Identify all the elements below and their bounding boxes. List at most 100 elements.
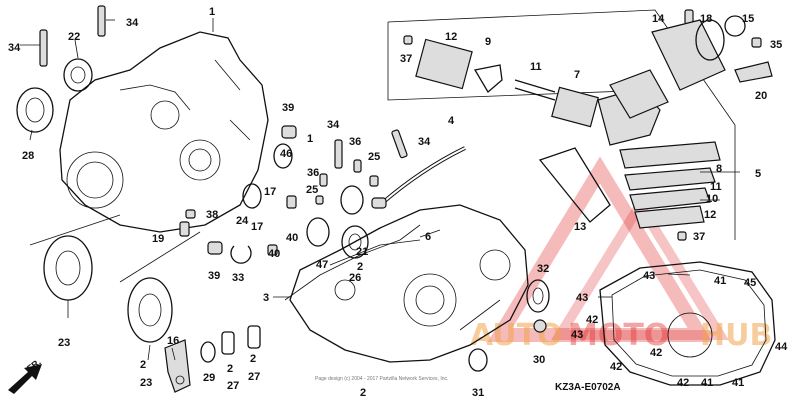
breather-tube-4 bbox=[371, 146, 466, 209]
bearing-1-lower bbox=[43, 235, 93, 301]
callout: 39 bbox=[282, 102, 294, 114]
callout: 18 bbox=[700, 13, 712, 25]
callout: 11 bbox=[530, 61, 542, 73]
leader-lines bbox=[20, 18, 740, 361]
callout: 36 bbox=[307, 167, 319, 179]
callout: 42 bbox=[650, 347, 662, 359]
seal-31 bbox=[468, 348, 488, 372]
callout: 40 bbox=[268, 248, 280, 260]
watermark-moto: MOTO bbox=[568, 318, 669, 353]
reed-valve-assembly bbox=[387, 9, 773, 240]
studs-34 bbox=[39, 5, 408, 169]
callout: 23 bbox=[58, 337, 70, 349]
callout: 43 bbox=[576, 292, 588, 304]
callout: 34 bbox=[418, 136, 431, 148]
callout: 43 bbox=[643, 270, 655, 282]
bearing-24 bbox=[242, 183, 262, 209]
callout: 13 bbox=[574, 221, 586, 233]
cover-gasket-42 bbox=[599, 261, 776, 386]
callout: 46 bbox=[280, 148, 292, 160]
bearing-21 bbox=[340, 185, 364, 215]
callout: 15 bbox=[742, 13, 754, 25]
callout: 28 bbox=[22, 150, 34, 162]
callout: 45 bbox=[744, 277, 756, 289]
bearing-22 bbox=[63, 58, 93, 92]
front-arrow: FR. bbox=[8, 357, 43, 394]
watermark-logo: AUTO MOTO HUB bbox=[470, 156, 772, 353]
callout: 11 bbox=[710, 181, 722, 193]
callout: 37 bbox=[400, 53, 412, 65]
callout: 27 bbox=[248, 371, 260, 383]
copyright-text: Page design (c) 2004 - 2017 Partzilla Ne… bbox=[315, 376, 448, 382]
callout: 41 bbox=[714, 275, 726, 287]
callout: 39 bbox=[208, 270, 220, 282]
callout: 17 bbox=[264, 186, 276, 198]
callout: 2 bbox=[250, 353, 256, 365]
bearing-28-seal bbox=[16, 87, 54, 133]
callout: 16 bbox=[167, 335, 179, 347]
clip-33 bbox=[230, 245, 252, 264]
dowels-39 bbox=[207, 125, 297, 255]
tensioner-16 bbox=[164, 339, 191, 393]
small-bolts bbox=[179, 9, 762, 256]
callout: 38 bbox=[206, 209, 218, 221]
callout: 6 bbox=[425, 231, 431, 243]
callout: 27 bbox=[227, 380, 239, 392]
callout: 10 bbox=[706, 193, 718, 205]
oil-seal-30 bbox=[533, 319, 547, 333]
callout: 41 bbox=[732, 377, 744, 389]
right-crankcase bbox=[289, 204, 529, 363]
callout: 2 bbox=[360, 387, 366, 399]
callout: 9 bbox=[485, 36, 491, 48]
callout: 4 bbox=[448, 115, 455, 127]
callout: 44 bbox=[775, 341, 788, 353]
callout: 42 bbox=[610, 361, 622, 373]
callout: 5 bbox=[755, 168, 761, 180]
callout: 34 bbox=[8, 42, 21, 54]
needle-bearings-27 bbox=[200, 325, 261, 363]
callout: 36 bbox=[349, 136, 361, 148]
watermark-auto: AUTO bbox=[470, 318, 563, 353]
callout: 22 bbox=[68, 31, 80, 43]
bearing-46 bbox=[273, 143, 293, 169]
callout: 26 bbox=[349, 272, 361, 284]
callout: 32 bbox=[537, 263, 549, 275]
callout: 20 bbox=[755, 90, 767, 102]
bearing-26 bbox=[341, 225, 369, 259]
callout: 40 bbox=[286, 232, 298, 244]
callout: 17 bbox=[251, 221, 263, 233]
callout: 43 bbox=[571, 329, 583, 341]
callout: 34 bbox=[126, 17, 139, 29]
callout: 12 bbox=[445, 31, 457, 43]
callout: 25 bbox=[306, 184, 318, 196]
callout: 25 bbox=[368, 151, 380, 163]
callout: 8 bbox=[716, 163, 722, 175]
callout: 7 bbox=[574, 69, 580, 81]
callout: 24 bbox=[236, 215, 249, 227]
callout: 3 bbox=[263, 292, 269, 304]
callout: 47 bbox=[316, 259, 328, 271]
callout: 2 bbox=[357, 261, 363, 273]
callout: 19 bbox=[152, 233, 164, 245]
callout: 30 bbox=[533, 354, 545, 366]
crankcase-gasket-3 bbox=[284, 224, 421, 301]
callout: 33 bbox=[232, 272, 244, 284]
callout: 2 bbox=[140, 359, 146, 371]
callout-labels: 1 1 2 2 2 2 2 3 4 5 6 7 8 9 10 11 11 12 … bbox=[8, 6, 788, 399]
callout: 37 bbox=[693, 231, 705, 243]
bearing-47 bbox=[306, 217, 330, 247]
callout: 29 bbox=[203, 372, 215, 384]
callout: 2 bbox=[227, 363, 233, 375]
callout: 1 bbox=[307, 133, 313, 145]
bearing-2-lower bbox=[127, 277, 173, 343]
left-crankcase bbox=[59, 31, 269, 233]
seal-32 bbox=[526, 279, 550, 313]
callout: 41 bbox=[701, 377, 713, 389]
callout: 12 bbox=[704, 209, 716, 221]
callout: 1 bbox=[209, 6, 215, 18]
callout: 21 bbox=[356, 246, 368, 258]
callout: 23 bbox=[140, 377, 152, 389]
callout: 14 bbox=[652, 13, 665, 25]
callout: 34 bbox=[327, 119, 340, 131]
